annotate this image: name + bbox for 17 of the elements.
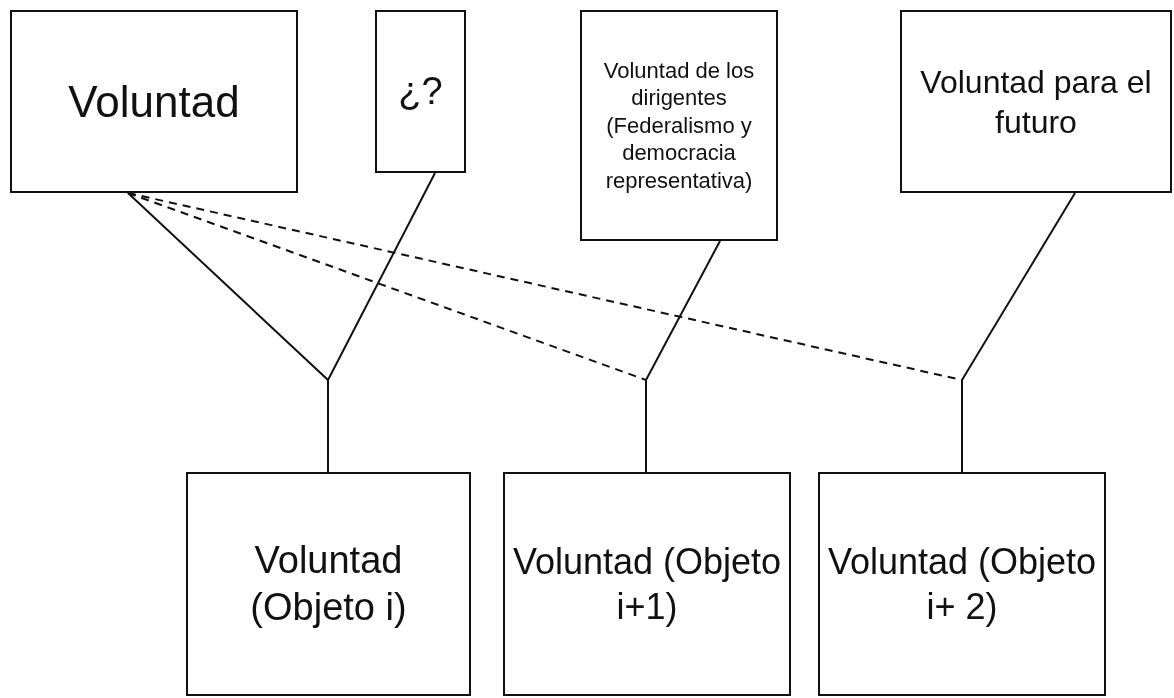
text-box (900, 10, 1172, 193)
text-box (580, 10, 778, 241)
box-label: Voluntad (68, 76, 240, 128)
box-label: Voluntad para el futuro (919, 62, 1153, 142)
box-label: Voluntad de los dirigentes (Federalismo y democracia representativa) (602, 56, 756, 195)
box-label: Voluntad (Objeto i+1) (511, 540, 783, 629)
text-box (186, 472, 471, 696)
box-label: Voluntad (Objeto i) (249, 537, 408, 630)
connector-line (327, 172, 436, 473)
text-box (503, 472, 791, 696)
text-box (375, 10, 466, 173)
box-label: ¿? (398, 68, 443, 114)
text-box (818, 472, 1106, 696)
connector-line (645, 240, 721, 473)
box-label: Voluntad (Objeto i+ 2) (826, 540, 1098, 629)
connector-line (961, 192, 1076, 473)
text-box (10, 10, 298, 193)
